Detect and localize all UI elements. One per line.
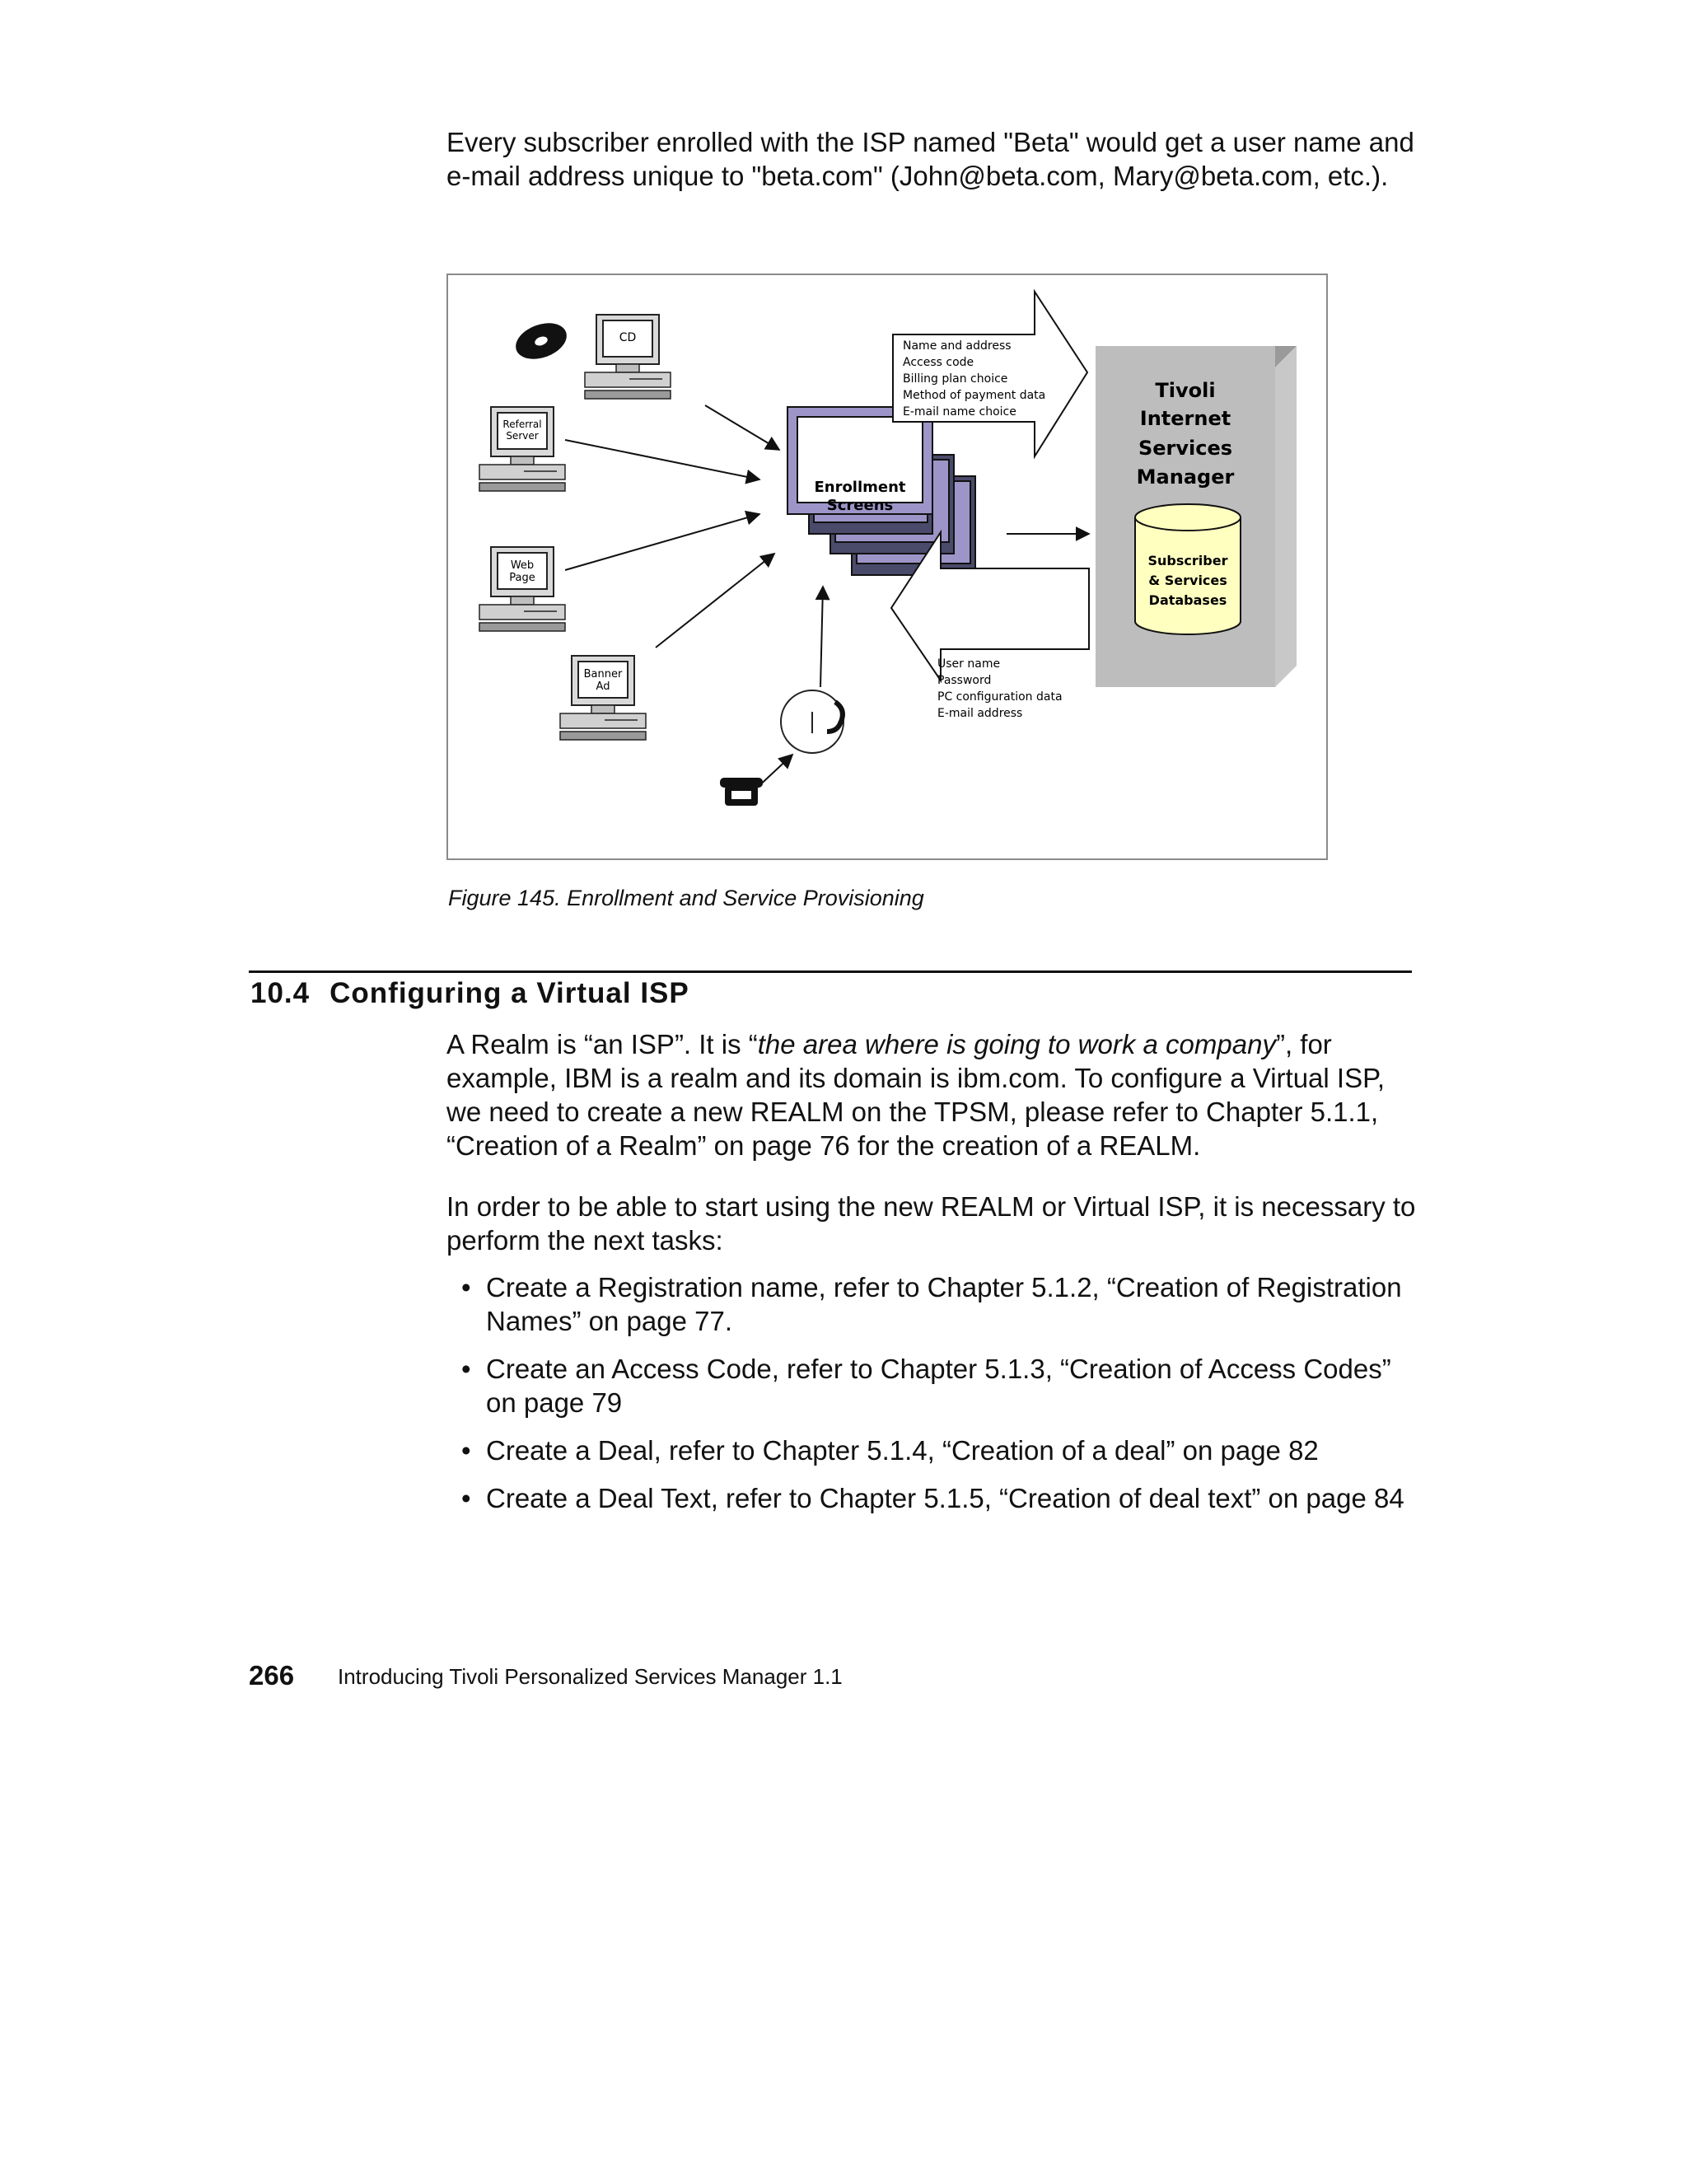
section-title: Configuring a Virtual ISP bbox=[329, 977, 689, 1009]
list-item-text: Create an Access Code, refer to Chapter … bbox=[486, 1354, 1391, 1418]
response-item-4: E-mail address bbox=[937, 707, 1022, 720]
enrollment-label-1: Enrollment bbox=[814, 479, 905, 496]
realm-text-b: ”, for example, IBM is a realm and its d… bbox=[446, 1029, 1386, 1161]
request-item-3: Billing plan choice bbox=[903, 372, 1007, 386]
list-item: • Create a Registration name, refer to C… bbox=[446, 1270, 1418, 1338]
enrollment-screens-stack bbox=[787, 406, 976, 576]
figure-enrollment-diagram: CD Referral Server Web Page Banner Ad bbox=[446, 274, 1328, 860]
list-item-text: Create a Deal, refer to Chapter 5.1.4, “… bbox=[486, 1435, 1319, 1466]
list-item-text: Create a Deal Text, refer to Chapter 5.1… bbox=[486, 1483, 1404, 1513]
bullet-icon: • bbox=[461, 1272, 471, 1302]
tism-title-3: Services bbox=[1138, 437, 1232, 460]
response-item-1: User name bbox=[937, 657, 1000, 671]
bullet-icon: • bbox=[461, 1435, 471, 1466]
request-item-1: Name and address bbox=[903, 339, 1012, 353]
tism-title-2: Internet bbox=[1140, 407, 1231, 430]
pc-cd-icon bbox=[584, 314, 671, 400]
tism-title-4: Manager bbox=[1137, 465, 1235, 489]
enrollment-label-2: Screens bbox=[827, 497, 893, 514]
tasks-intro-paragraph: In order to be able to start using the n… bbox=[446, 1191, 1416, 1256]
section-heading: 10.4 Configuring a Virtual ISP bbox=[250, 977, 689, 1010]
realm-text-emphasis: the area where is going to work a compan… bbox=[757, 1029, 1276, 1059]
page-number: 266 bbox=[249, 1660, 295, 1691]
cd-disk-icon bbox=[516, 323, 567, 359]
tism-title-1: Tivoli bbox=[1155, 379, 1215, 402]
list-item-text: Create a Registration name, refer to Cha… bbox=[486, 1272, 1402, 1336]
section-number: 10.4 bbox=[250, 977, 311, 1009]
list-item: • Create a Deal, refer to Chapter 5.1.4,… bbox=[446, 1433, 1418, 1467]
referral-label-1: Referral bbox=[502, 419, 541, 430]
telephone-icon bbox=[720, 778, 763, 806]
request-item-4: Method of payment data bbox=[903, 389, 1045, 402]
figure-caption: Figure 145. Enrollment and Service Provi… bbox=[448, 886, 924, 910]
db-label-2: & Services bbox=[1148, 573, 1227, 588]
banner-label-1: Banner bbox=[584, 668, 623, 680]
list-item: • Create a Deal Text, refer to Chapter 5… bbox=[446, 1481, 1418, 1515]
bullet-icon: • bbox=[461, 1354, 471, 1384]
referral-label-2: Server bbox=[506, 430, 538, 442]
web-label-1: Web bbox=[511, 559, 534, 572]
response-item-3: PC configuration data bbox=[937, 690, 1063, 704]
db-label-3: Databases bbox=[1149, 592, 1227, 608]
realm-text-a: A Realm is “an ISP”. It is “ bbox=[446, 1029, 758, 1059]
intro-paragraph: Every subscriber enrolled with the ISP n… bbox=[446, 127, 1414, 191]
book-title: Introducing Tivoli Personalized Services… bbox=[338, 1664, 843, 1689]
request-arrow bbox=[892, 288, 1089, 460]
globe-phone-icon bbox=[780, 690, 845, 754]
section-divider bbox=[249, 970, 1412, 973]
request-item-2: Access code bbox=[903, 356, 974, 369]
response-arrow bbox=[890, 529, 1090, 684]
response-item-2: Password bbox=[937, 674, 991, 687]
cd-label: CD bbox=[619, 331, 637, 344]
web-label-2: Page bbox=[509, 572, 535, 584]
realm-paragraph: A Realm is “an ISP”. It is “the area whe… bbox=[446, 1027, 1427, 1162]
bullet-icon: • bbox=[461, 1483, 471, 1513]
db-label-1: Subscriber bbox=[1148, 553, 1228, 568]
list-item: • Create an Access Code, refer to Chapte… bbox=[446, 1352, 1418, 1419]
banner-label-2: Ad bbox=[596, 680, 610, 693]
request-item-5: E-mail name choice bbox=[903, 405, 1016, 419]
database-cylinder-icon bbox=[1134, 503, 1241, 635]
